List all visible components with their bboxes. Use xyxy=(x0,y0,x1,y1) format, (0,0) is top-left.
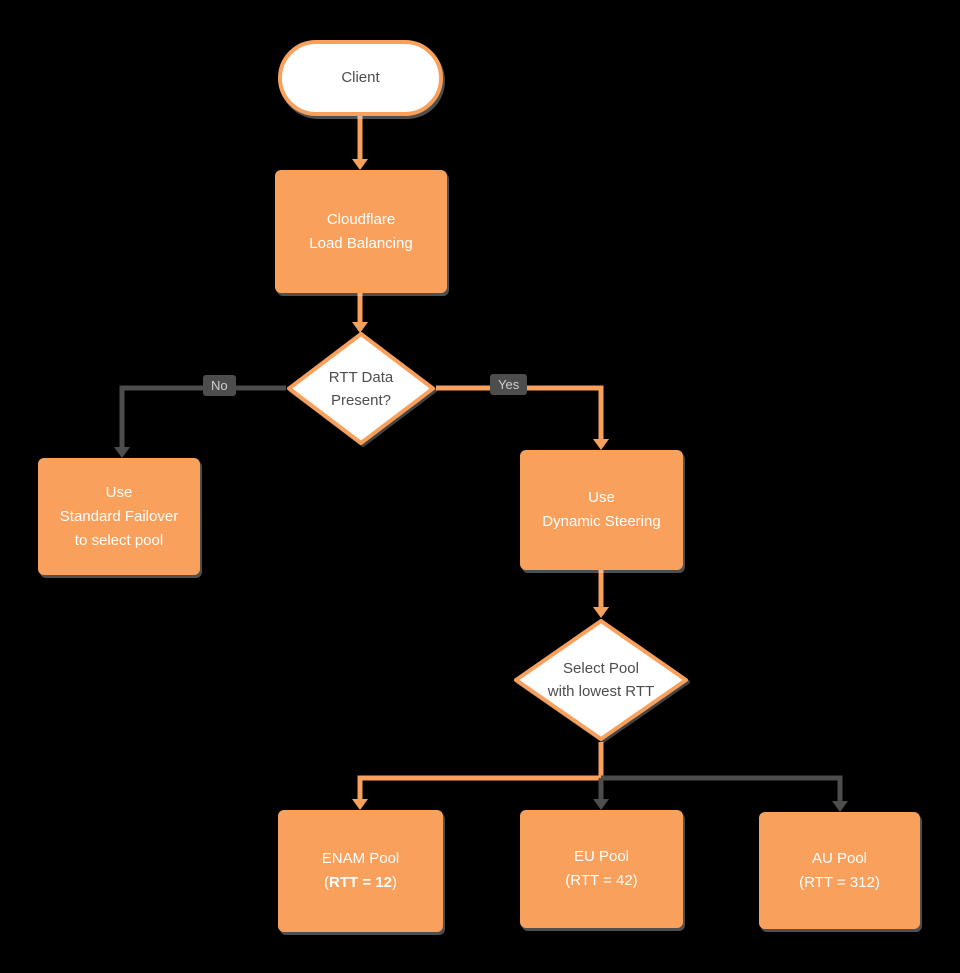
node-rtt-decision: RTT Data Present? xyxy=(286,331,436,446)
node-au-pool-line1: AU Pool xyxy=(811,849,868,867)
node-eu-pool-line1: EU Pool xyxy=(573,848,630,865)
diamond-shape xyxy=(286,331,436,446)
edge-select-pool-to-au xyxy=(601,775,848,812)
edge-loadbalancing-to-rtt-decision xyxy=(352,293,368,333)
node-client-label: Client xyxy=(341,69,380,86)
edge-client-to-loadbalancing xyxy=(352,116,368,170)
edge-select-pool-to-eu xyxy=(593,778,609,810)
node-dynamic-steering-line2: Dynamic Steering xyxy=(542,513,661,530)
node-standard-failover: Use Standard Failover to select pool xyxy=(38,458,200,575)
node-eu-pool-line2: (RTT = 42) xyxy=(565,872,638,889)
edge-label-no: No xyxy=(203,375,236,396)
node-load-balancing-line2: Load Balancing xyxy=(309,234,413,252)
node-enam-pool-line2: (RTT = 12) xyxy=(324,874,397,891)
node-standard-failover-line3: to select pool xyxy=(74,531,164,549)
node-load-balancing: Cloudflare Load Balancing xyxy=(275,170,447,293)
node-dynamic-steering: Use Dynamic Steering xyxy=(520,450,683,570)
node-au-pool-line2: (RTT = 312) xyxy=(799,873,880,891)
node-rtt-decision-label: RTT Data Present? xyxy=(328,368,394,409)
node-au-pool: AU Pool (RTT = 312) xyxy=(759,812,920,929)
edge-select-pool-to-enam xyxy=(352,742,604,810)
node-select-pool-decision: Select Pool with lowest RTT xyxy=(513,618,689,742)
node-enam-pool-line1: ENAM Pool xyxy=(321,850,400,867)
node-load-balancing-line1: Cloudflare xyxy=(326,210,396,228)
node-client: Client xyxy=(278,40,443,116)
diamond-shape xyxy=(513,618,689,742)
node-select-pool-decision-label: Select Pool with lowest RTT xyxy=(547,660,655,700)
edge-no-to-standard-failover xyxy=(114,385,286,458)
edge-yes-to-dynamic-steering xyxy=(436,385,609,450)
node-enam-pool: ENAM Pool (RTT = 12) xyxy=(278,810,443,932)
node-eu-pool: EU Pool (RTT = 42) xyxy=(520,810,683,928)
node-standard-failover-line1: Use xyxy=(105,483,133,501)
node-dynamic-steering-line1: Use xyxy=(588,489,615,506)
edge-dynamic-steering-to-select-pool xyxy=(593,570,609,618)
edge-label-yes: Yes xyxy=(490,374,528,395)
node-standard-failover-line2: Standard Failover xyxy=(59,507,179,525)
